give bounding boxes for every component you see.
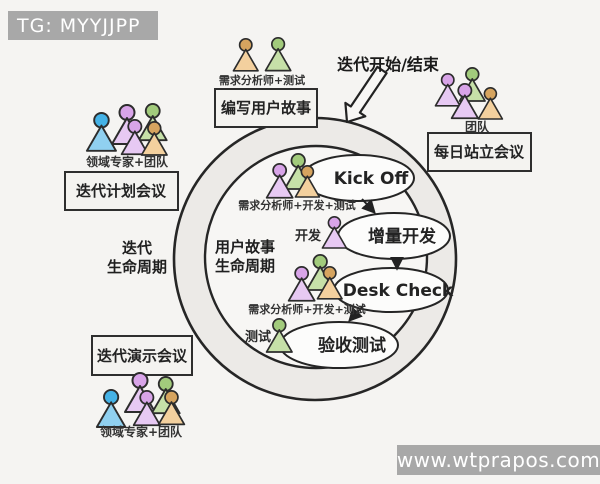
iteration-demo-box: 迭代演示会议: [91, 335, 193, 376]
user-story-cycle-label-line2: 生命周期: [215, 257, 275, 275]
acceptance-test-label: 验收测试: [318, 335, 386, 356]
test-label: 测试: [245, 329, 271, 345]
iteration-start-end-label: 迭代开始/结束: [337, 55, 440, 74]
deskcheck-roles-group: 需求分析师+开发+测试: [248, 253, 366, 316]
person-purple-icon: [434, 72, 461, 107]
watermark-bottom-right: www.wtprapos.com: [397, 445, 600, 475]
user-story-cycle-label-line1: 用户故事: [215, 238, 275, 256]
person-orange-icon: [232, 37, 259, 72]
write-user-story-label: 编写用户故事: [221, 99, 311, 117]
arrow-deskcheck-to-acceptance-icon: [348, 306, 363, 323]
team-group: 团队: [434, 66, 504, 134]
write-user-story-box: 编写用户故事: [214, 88, 318, 128]
domain-expert-team-bottom-group: 领域专家+团队: [95, 372, 186, 439]
kickoff-roles-group: 需求分析师+开发+测试: [238, 152, 356, 212]
desk-check-label: Desk Check: [343, 281, 454, 301]
iteration-planning-label: 迭代计划会议: [76, 182, 167, 200]
iteration-cycle-label-line1: 迭代: [122, 239, 152, 257]
daily-standup-label: 每日站立会议: [434, 143, 525, 161]
person-orange-icon: [477, 87, 504, 120]
analyst-test-group: 需求分析师+测试: [219, 37, 305, 87]
iteration-planning-box: 迭代计划会议: [64, 171, 179, 211]
arrow-kickoff-to-dev-icon: [361, 198, 376, 215]
analyst-dev-test-deskcheck-label: 需求分析师+开发+测试: [248, 302, 365, 316]
analyst-dev-test-kickoff-label: 需求分析师+开发+测试: [238, 198, 355, 212]
dev-role-group: 开发: [295, 216, 348, 249]
person-blue-icon: [95, 389, 127, 428]
test-role-group: 测试: [245, 318, 293, 353]
domain-expert-team-top-label: 领域专家+团队: [86, 154, 169, 169]
incremental-dev-label: 增量开发: [368, 226, 437, 247]
dev-label: 开发: [295, 228, 322, 244]
team-label: 团队: [465, 119, 490, 134]
daily-standup-box: 每日站立会议: [427, 132, 532, 172]
analyst-test-label: 需求分析师+测试: [219, 73, 305, 87]
watermark-top-left: TG: MYYJJPP: [8, 11, 158, 40]
iteration-cycle-label-line2: 生命周期: [107, 258, 167, 276]
domain-expert-team-bottom-label: 领域专家+团队: [100, 424, 183, 439]
kick-off-label: Kick Off: [334, 169, 409, 189]
iteration-start-end-arrow-icon: [344, 65, 388, 124]
iteration-demo-label: 迭代演示会议: [97, 347, 188, 365]
domain-expert-team-top-group: 领域专家+团队: [85, 103, 169, 169]
person-green-icon: [264, 37, 292, 72]
person-blue-icon: [85, 112, 117, 152]
